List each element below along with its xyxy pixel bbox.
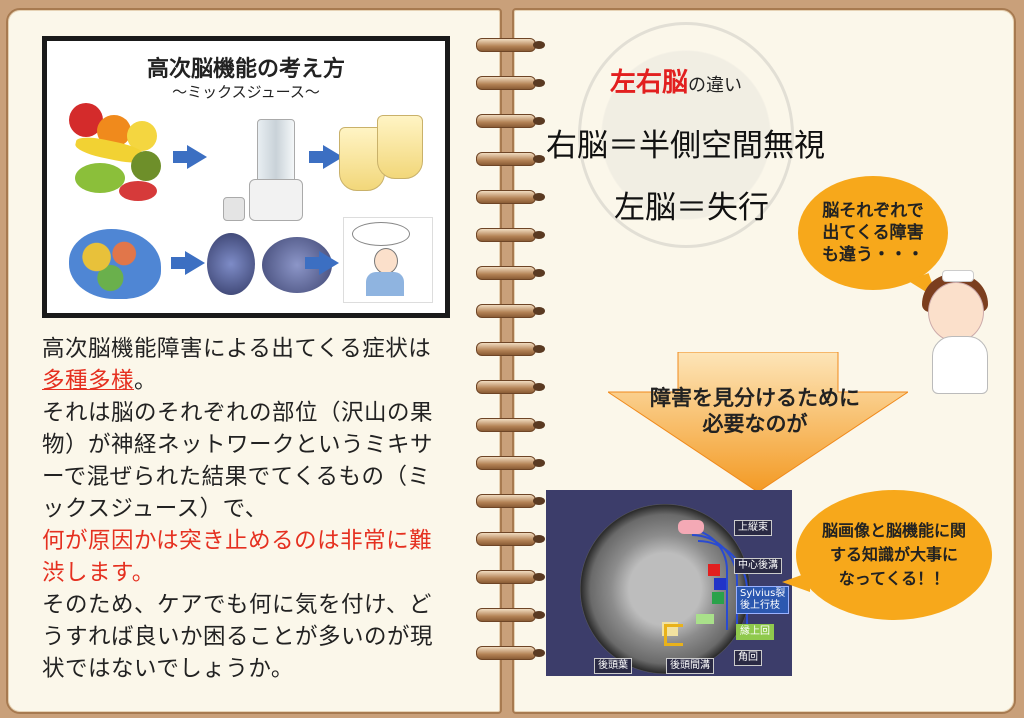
bubble1-line: も違う・・・ bbox=[822, 245, 924, 265]
ring bbox=[476, 304, 545, 318]
blender-image bbox=[223, 119, 307, 229]
person-eating-illustration bbox=[343, 217, 433, 303]
ring bbox=[476, 38, 545, 52]
arrow-icon bbox=[171, 251, 205, 275]
arrow-caption-line: 必要なのが bbox=[702, 412, 808, 436]
highlight-region bbox=[664, 624, 683, 646]
highlight-region bbox=[696, 614, 714, 624]
label-postcentral-sulcus: 中心後溝 bbox=[734, 558, 782, 574]
bubble2-line: なってくる！！ bbox=[838, 569, 950, 588]
ring bbox=[476, 494, 545, 508]
arrow-icon bbox=[173, 145, 207, 169]
brain-network-image bbox=[207, 233, 255, 295]
mix-juice-diagram: 高次脳機能の考え方 〜ミックスジュース〜 bbox=[42, 36, 450, 318]
ring bbox=[476, 152, 545, 166]
mri-brain-image: 上縦束 中心後溝 Sylvius裂 後上行枝 縁上回 角回 後頭葉 後頭間溝 bbox=[546, 490, 792, 676]
bubble1-line: 脳それぞれで bbox=[822, 201, 924, 221]
paragraph-1: 高次脳機能障害による出てくる症状は bbox=[42, 336, 432, 362]
ring bbox=[476, 608, 545, 622]
ring bbox=[476, 646, 545, 660]
label-angular: 角回 bbox=[734, 650, 762, 666]
down-arrow bbox=[608, 352, 908, 492]
ring bbox=[476, 570, 545, 584]
diagram-subtitle: 〜ミックスジュース〜 bbox=[172, 83, 320, 101]
title-red-text: 左右脳 bbox=[610, 68, 689, 98]
paragraph-1-end: 。 bbox=[134, 368, 158, 394]
ring bbox=[476, 266, 545, 280]
arrow-icon bbox=[309, 145, 343, 169]
arrow-caption-line: 障害を見分けるために bbox=[650, 386, 860, 410]
left-brain-line: 左脳＝失行 bbox=[614, 190, 769, 226]
label-sylvian: Sylvius裂 後上行枝 bbox=[736, 586, 790, 614]
ring bbox=[476, 190, 545, 204]
ring bbox=[476, 456, 545, 470]
speech-bubble-1: 脳それぞれで 出てくる障害 も違う・・・ bbox=[798, 176, 948, 290]
speech-bubble-2: 脳画像と脳機能に関 する知識が大事に なってくる！！ bbox=[782, 490, 992, 620]
highlight-region bbox=[714, 578, 726, 590]
title-suffix: の違い bbox=[688, 75, 743, 96]
ring bbox=[476, 380, 545, 394]
highlight-region bbox=[712, 592, 724, 604]
highlight-region bbox=[708, 564, 720, 576]
left-right-brain-title: 左右脳の違い bbox=[610, 62, 742, 99]
bubble2-line: 脳画像と脳機能に関 bbox=[821, 521, 966, 540]
diagram-title: 高次脳機能の考え方 bbox=[146, 57, 345, 82]
label-supramarginal: 縁上回 bbox=[736, 624, 774, 640]
arrow-caption: 障害を見分けるために 必要なのが bbox=[620, 385, 890, 437]
paragraph-2: それは脳のそれぞれの部位（沢山の果物）が神経ネットワークというミキサーで混ぜられ… bbox=[42, 400, 434, 522]
arrow-icon bbox=[305, 251, 339, 275]
paragraph-3: そのため、ケアでも何に気を付け、どうすれば良いか困ることが多いのが現状ではないで… bbox=[42, 592, 434, 682]
ring bbox=[476, 532, 545, 546]
brain-watermark bbox=[578, 22, 794, 248]
ring bbox=[476, 418, 545, 432]
bubble2-line: する知識が大事に bbox=[829, 545, 958, 564]
bubble1-line: 出てくる障害 bbox=[822, 223, 924, 243]
highlight-difficulty: 何が原因かは突き止めるのは非常に難渋します。 bbox=[42, 528, 433, 586]
label-occipital-lobe: 後頭葉 bbox=[594, 658, 632, 674]
nurse-illustration bbox=[918, 270, 998, 394]
main-description: 高次脳機能障害による出てくる症状は多種多様。 それは脳のそれぞれの部位（沢山の果… bbox=[42, 333, 452, 685]
highlight-variety: 多種多様 bbox=[42, 368, 135, 394]
brain-regions-image bbox=[69, 229, 161, 299]
ring bbox=[476, 114, 545, 128]
ring bbox=[476, 76, 545, 90]
highlight-region bbox=[678, 520, 704, 534]
spiral-binding bbox=[476, 30, 548, 700]
label-sylvian-line1: Sylvius裂 bbox=[740, 588, 786, 599]
ring bbox=[476, 228, 545, 242]
ring bbox=[476, 342, 545, 356]
right-brain-line: 右脳＝半側空間無視 bbox=[546, 128, 825, 164]
label-superior-longitudinal: 上縦束 bbox=[734, 520, 772, 536]
label-sylvian-line2: 後上行枝 bbox=[740, 600, 780, 611]
label-intraoccipital-sulcus: 後頭間溝 bbox=[666, 658, 714, 674]
